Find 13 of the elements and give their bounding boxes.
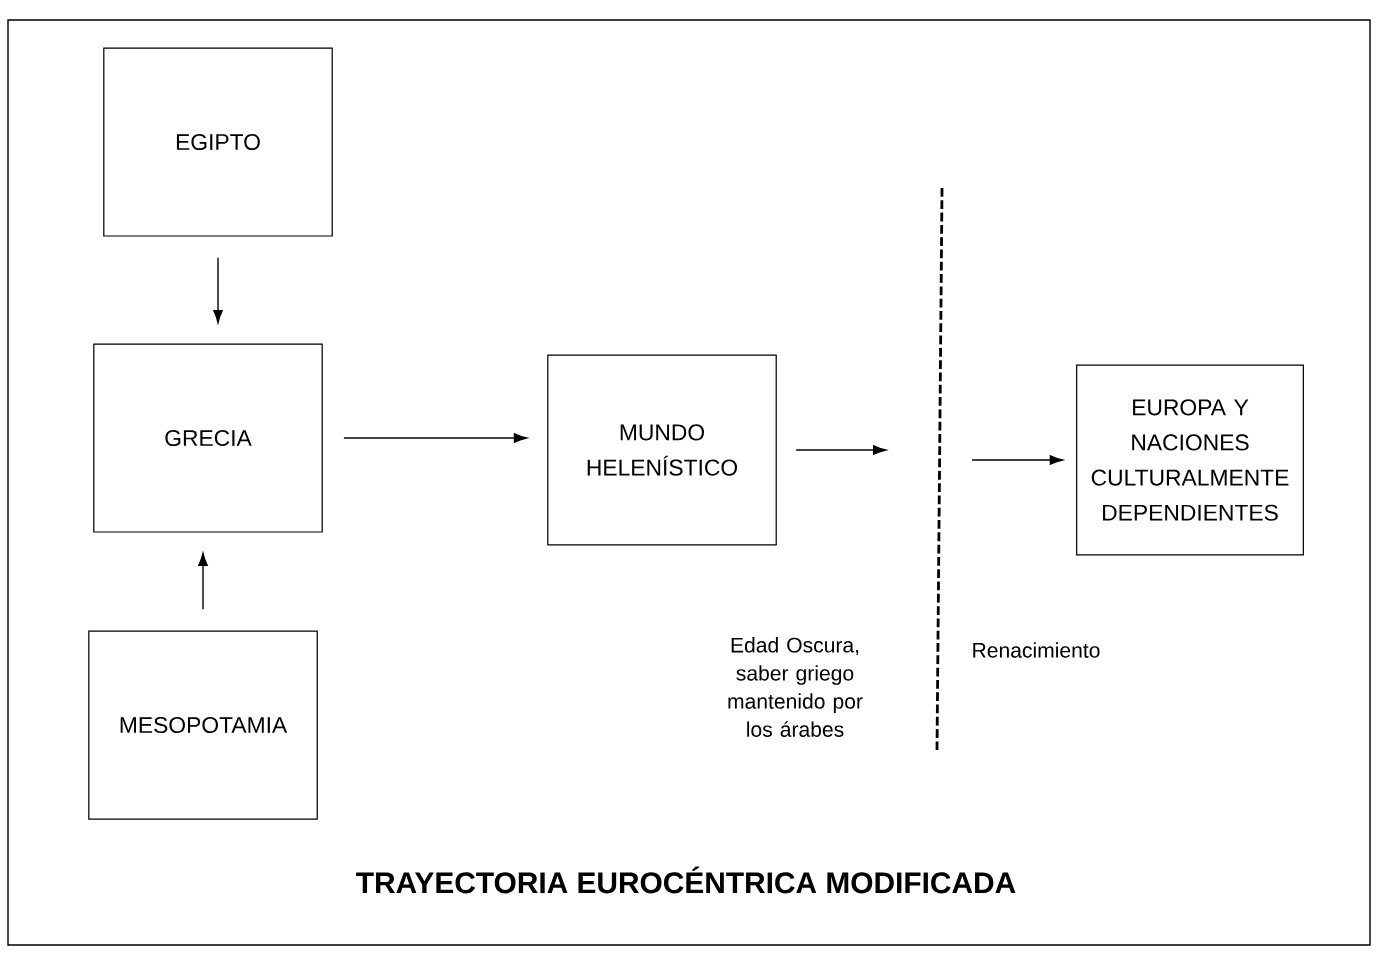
title: TRAYECTORIA EUROCÉNTRICA MODIFICADA: [356, 866, 1016, 894]
arrow: [795, 445, 887, 455]
arrow: [213, 257, 223, 324]
arrow: [198, 552, 208, 611]
arrow: [343, 433, 528, 443]
box: EUROPA Y NACIONES CULTURALMENTE DEPENDIENTES: [1076, 364, 1304, 556]
box: GRECIA: [93, 343, 323, 533]
note-text: Renacimiento: [973, 642, 1100, 658]
box: MESOPOTAMIA: [88, 630, 318, 820]
arrow: [971, 455, 1063, 465]
note-text: Edad Oscura, saber griego mantenido por los árabes: [728, 637, 863, 737]
box: MUNDO HELENÍSTICO: [547, 354, 777, 546]
box: EGIPTO: [103, 47, 333, 237]
